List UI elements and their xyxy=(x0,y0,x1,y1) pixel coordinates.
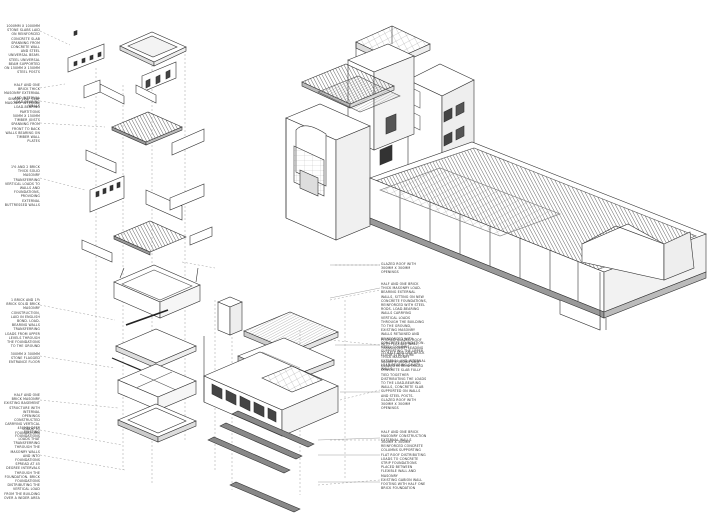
ground-floor-walls xyxy=(113,264,201,319)
annotation-l2: Half and one brick thick masonry externa… xyxy=(4,83,40,109)
exploded-stack-centre xyxy=(203,264,381,513)
front-block xyxy=(285,103,371,241)
long-low-building xyxy=(369,141,707,331)
annotation-r5: Half and one brick masonry construction … xyxy=(381,430,427,443)
timber-joist-floor-2 xyxy=(113,220,187,256)
annotation-l9: 450mm deep existing foundations xyxy=(15,426,40,439)
assembled-building xyxy=(285,25,707,331)
strip-foundations xyxy=(207,410,315,513)
annotation-l10: Loads that transferring through the maso… xyxy=(4,437,40,500)
long-wall-block xyxy=(203,336,339,437)
timber-joist-floor-1 xyxy=(111,111,183,146)
annotation-l6: 1 brick and 1½ brick solid brick masonry… xyxy=(5,298,40,349)
annotation-r1: Glazed roof with 300mm x 300mm openings xyxy=(381,262,417,275)
annotation-l5: 1½ and 2 brick thick solid masonry trans… xyxy=(4,165,40,207)
annotation-l7: 300mm x 300mm stone flagged entrance flo… xyxy=(8,352,40,365)
annotation-r2: Half and one brick thick masonry load-be… xyxy=(381,282,427,358)
roof-slab-top xyxy=(119,31,187,67)
louvre-canopy xyxy=(301,63,401,113)
chimney-pier xyxy=(217,296,243,336)
annotation-l8: Half and one brick masonry existing base… xyxy=(4,393,40,435)
annotation-r4: 300mm x 300mm 6mm glazed in reinforced c… xyxy=(381,360,427,411)
leader-lines xyxy=(317,264,381,483)
exploded-stack-left xyxy=(39,30,216,485)
annotation-l3: Single leaf clay masonry internal load-b… xyxy=(4,97,40,114)
basement-walls xyxy=(117,363,197,411)
foundation-frame xyxy=(117,403,197,443)
annotation-r7: Existing gabion wall footing with half o… xyxy=(381,478,426,491)
upper-walls xyxy=(67,30,177,105)
stone-flag-floor xyxy=(115,328,197,369)
annotation-r6: 300mm x 300mm reinforced concrete column… xyxy=(381,440,426,478)
annotation-l1: 1000mm x 1000mm stone slabs laid on rein… xyxy=(4,24,40,75)
annotation-l4: 50mm x 150mm timber joists spanning from… xyxy=(5,114,40,144)
annotation-r3: Pitched glazed roof with flexible wall, … xyxy=(381,338,426,372)
middle-walls xyxy=(85,128,205,221)
